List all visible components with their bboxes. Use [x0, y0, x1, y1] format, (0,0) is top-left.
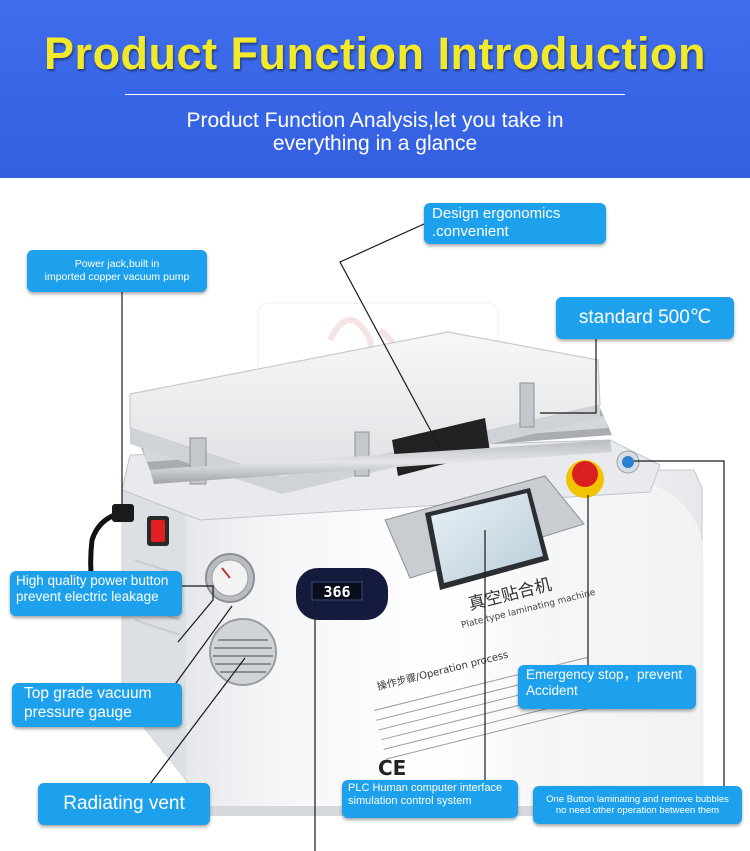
subtitle-line-2: everything in a glance: [272, 132, 478, 155]
callout-power-button-line-1: High quality power button: [16, 573, 169, 588]
callout-gauge-line-2: pressure gauge: [24, 703, 132, 721]
callout-emergency-line-1: Emergency stop，prevent: [526, 667, 683, 682]
callout-one-button-line-2: no need other operation between them: [555, 805, 720, 816]
callout-one-button-line-1: One Button laminating and remove bubbles: [546, 793, 729, 805]
callout-design-line-1: Design ergonomics: [432, 205, 561, 222]
callout-power-button: High quality power button prevent electr…: [10, 571, 182, 616]
callout-design-ergonomics: Design ergonomics .convenient: [424, 203, 606, 244]
callout-standard-temperature: standard 500℃: [556, 297, 734, 339]
callout-one-button: One Button laminating and remove bubbles…: [533, 786, 742, 824]
callout-plc-interface: PLC Human computer interface simulation …: [342, 780, 518, 818]
title-divider: [125, 94, 625, 95]
callout-radiating-vent: Radiating vent: [38, 783, 210, 825]
callout-power-jack-line-2: imported copper vacuum pump: [44, 271, 190, 283]
callout-standard-text: standard 500℃: [578, 306, 712, 328]
callout-vent-text: Radiating vent: [63, 792, 185, 814]
page-title: Product Function Introduction: [44, 28, 706, 79]
callout-plc-line-2: simulation control system: [348, 795, 472, 808]
callout-design-line-2: .convenient: [432, 223, 509, 240]
callout-emergency-line-2: Accident: [526, 683, 578, 699]
callout-emergency-stop: Emergency stop，prevent Accident: [518, 665, 696, 709]
callout-power-jack: Power jack,built in imported copper vacu…: [27, 250, 207, 292]
temperature-display-value: 366: [323, 583, 350, 601]
subtitle-line-1: Product Function Analysis,let you take i…: [186, 109, 564, 132]
callout-power-button-line-2: prevent electric leakage: [16, 589, 159, 605]
page-subtitle: Product Function Analysis,let you take i…: [0, 109, 750, 155]
ce-mark: CE: [378, 756, 406, 780]
header-banner: Product Function Introduction Product Fu…: [0, 0, 750, 178]
callout-power-jack-line-1: Power jack,built in: [74, 258, 160, 271]
callout-gauge-line-1: Top grade vacuum: [24, 685, 152, 702]
callout-vacuum-gauge: Top grade vacuum pressure gauge: [12, 683, 182, 727]
callout-plc-line-1: PLC Human computer interface: [348, 782, 503, 794]
